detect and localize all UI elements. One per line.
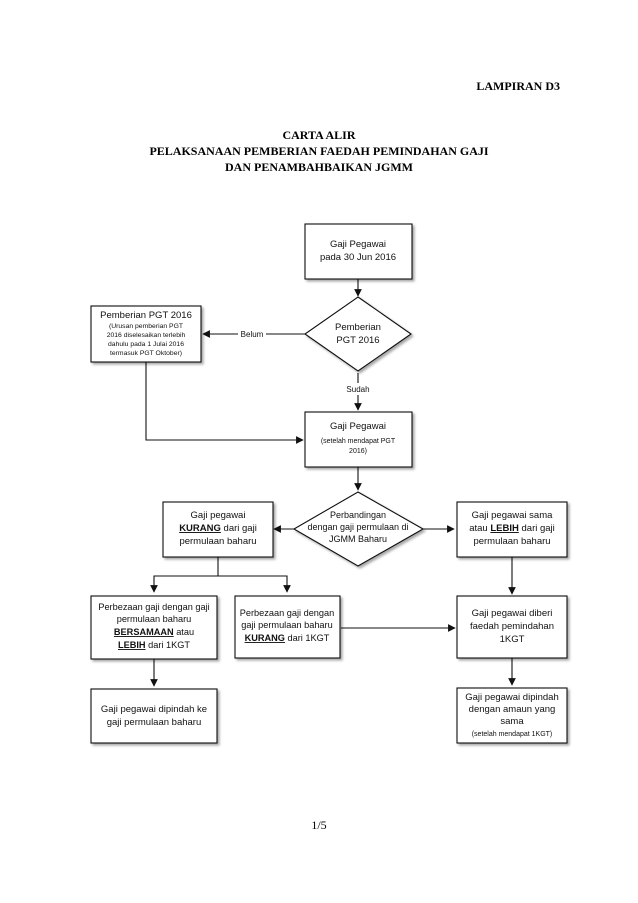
node-beza-bersamaan: Perbezaan gaji dengan gaji permulaan bah… <box>90 595 218 660</box>
node-start-line1: Gaji Pegawai <box>330 239 386 250</box>
node-bezasama-line1: Perbezaan gaji dengan gaji <box>98 602 209 612</box>
node-bezasama-line3: BERSAMAAN atau <box>114 627 194 637</box>
node-gaji-setelah-pgt: Gaji Pegawai (setelah mendapat PGT 2016) <box>304 411 413 468</box>
node-pgt-line4: termasuk PGT Oktober) <box>110 350 182 357</box>
node-afterpgt-line2: 2016) <box>349 448 367 455</box>
node-dipindahke-line2: gaji permulaan baharu <box>107 717 202 728</box>
node-decision1-line2: PGT 2016 <box>336 335 379 346</box>
node-amaun-note: (setelah mendapat 1KGT) <box>472 731 553 738</box>
node-sama-emphasis: LEBIH <box>490 523 519 534</box>
node-sama-line2: atau LEBIH dari gaji <box>469 523 555 534</box>
node-decision2-line1: Perbandingan <box>330 510 386 520</box>
node-start: Gaji Pegawai pada 30 Jun 2016 <box>304 223 413 280</box>
node-beza-kurang: Perbezaan gaji dengan gaji permulaan bah… <box>234 595 341 659</box>
node-gaji-kurang: Gaji pegawai KURANG dari gaji permulaan … <box>162 501 274 558</box>
node-dipindah-amaun-sama: Gaji pegawai dipindah dengan amaun yang … <box>456 687 568 744</box>
node-decision2-line2: dengan gaji permulaan di <box>307 522 408 532</box>
connectors <box>145 279 516 687</box>
node-decision1-line1: Pemberian <box>335 322 381 333</box>
node-bezasama-emphasis1: BERSAMAAN <box>114 627 174 637</box>
node-bezasama-line4: LEBIH dari 1KGT <box>118 640 190 650</box>
node-decision-pgt: Pemberian PGT 2016 <box>304 296 412 372</box>
node-sama-line1: Gaji pegawai sama <box>472 510 554 521</box>
edge-label-sudah: Sudah <box>346 385 369 394</box>
node-pemberian-pgt: Pemberian PGT 2016 (Urusan pemberian PGT… <box>90 305 202 363</box>
node-diberi-faedah: Gaji pegawai diberi faedah pemindahan 1K… <box>456 595 568 659</box>
node-kurang-emphasis: KURANG <box>179 523 221 534</box>
node-dipindahke-line1: Gaji pegawai dipindah ke <box>101 704 207 715</box>
node-pgt-line3: dahulu pada 1 Julai 2016 <box>108 341 184 348</box>
title-line-3: DAN PENAMBAHBAIKAN JGMM <box>225 160 413 174</box>
node-sama-line3: permulaan baharu <box>473 536 550 547</box>
node-diberi-line1: Gaji pegawai diberi <box>472 608 553 619</box>
node-kurang-line1: Gaji pegawai <box>191 510 246 521</box>
node-start-line2: pada 30 Jun 2016 <box>320 252 396 263</box>
node-diberi-line3: 1KGT <box>500 634 525 645</box>
node-bezakurang-line2: gaji permulaan baharu <box>241 620 332 630</box>
node-diberi-line2: faedah pemindahan <box>470 621 554 632</box>
node-afterpgt-title: Gaji Pegawai <box>330 421 386 432</box>
node-bezakurang-line3: KURANG dari 1KGT <box>245 633 330 643</box>
node-kurang-line3: permulaan baharu <box>179 536 256 547</box>
node-pgt-title: Pemberian PGT 2016 <box>100 310 192 321</box>
node-amaun-line1: Gaji pegawai dipindah <box>465 692 558 703</box>
edge-kurang-split <box>150 557 219 593</box>
attachment-label: LAMPIRAN D3 <box>476 79 560 93</box>
edge-pgt-afterpgt <box>145 362 304 444</box>
node-bezasama-emphasis2: LEBIH <box>118 640 146 650</box>
node-gaji-sama-lebih: Gaji pegawai sama atau LEBIH dari gaji p… <box>456 501 568 558</box>
node-bezasama-line2: permulaan baharu <box>117 614 192 624</box>
node-afterpgt-line1: (setelah mendapat PGT <box>321 438 396 445</box>
node-pgt-line1: (Urusan pemberian PGT <box>109 323 183 330</box>
title-line-1: CARTA ALIR <box>282 128 356 142</box>
edge-kurang-split-right <box>218 575 291 593</box>
node-bezakurang-emphasis: KURANG <box>245 633 285 643</box>
node-decision-perbandingan: Perbandingan dengan gaji permulaan di JG… <box>292 491 425 567</box>
node-dipindah-ke: Gaji pegawai dipindah ke gaji permulaan … <box>90 688 218 744</box>
node-bezakurang-line1: Perbezaan gaji dengan <box>240 608 335 618</box>
node-pgt-line2: 2016 diselesaikan terlebih <box>107 332 186 339</box>
node-amaun-line3: sama <box>500 716 524 727</box>
page-number: 1/5 <box>311 818 327 832</box>
title-line-2: PELAKSANAAN PEMBERIAN FAEDAH PEMINDAHAN … <box>149 144 489 158</box>
node-decision2-line3: JGMM Baharu <box>329 534 387 544</box>
node-kurang-line2: KURANG dari gaji <box>179 523 257 534</box>
page-title: CARTA ALIR PELAKSANAAN PEMBERIAN FAEDAH … <box>0 127 638 175</box>
node-amaun-line2: dengan amaun yang <box>469 704 556 715</box>
edge-label-belum: Belum <box>241 330 264 339</box>
